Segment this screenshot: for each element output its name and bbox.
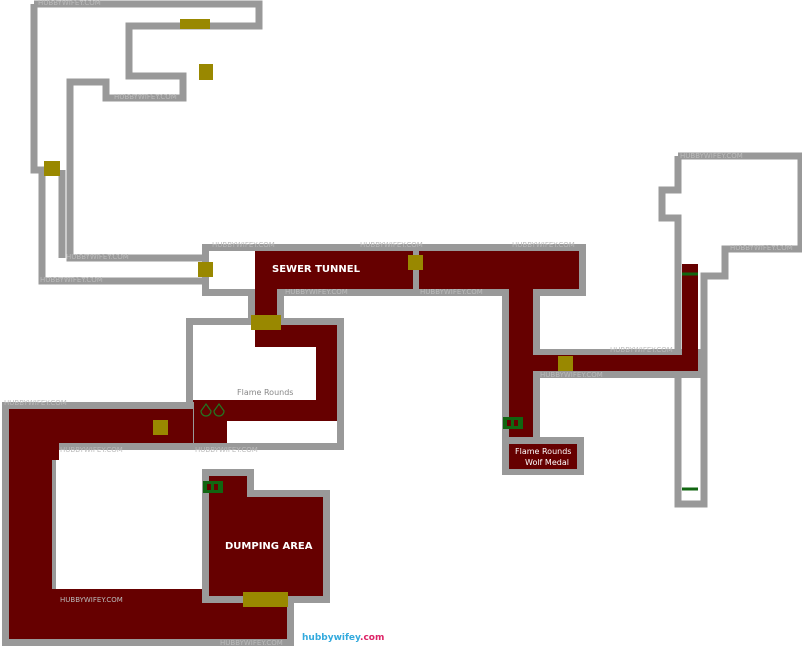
svg-text:HUBBYWIFEY.COM: HUBBYWIFEY.COM [512, 241, 575, 249]
ladder-icon[interactable] [203, 481, 223, 493]
area-label-dumping-area: DUMPING AREA [225, 541, 313, 552]
ladder-icon[interactable] [503, 417, 523, 429]
door-sewer-west[interactable] [198, 262, 213, 277]
svg-text:HUBBYWIFEY.COM: HUBBYWIFEY.COM [360, 241, 423, 249]
svg-text:HUBBYWIFEY.COM: HUBBYWIFEY.COM [4, 399, 67, 407]
item-label-flame-rounds-junction: Flame Rounds [237, 388, 294, 397]
door-dumping-area[interactable] [243, 592, 288, 607]
svg-text:HUBBYWIFEY.COM: HUBBYWIFEY.COM [66, 253, 129, 261]
item-label-wolf-medal: Wolf Medal [525, 458, 569, 467]
door-sewer-shaft[interactable] [251, 315, 281, 330]
area-label-sewer-tunnel: SEWER TUNNEL [272, 264, 360, 275]
item-drop-icon[interactable] [200, 402, 212, 417]
svg-text:HUBBYWIFEY.COM: HUBBYWIFEY.COM [420, 288, 483, 296]
watermark-suffix: .com [360, 633, 385, 643]
door-sewer-mid[interactable] [408, 255, 423, 270]
svg-text:HUBBYWIFEY.COM: HUBBYWIFEY.COM [680, 152, 743, 160]
svg-text:HUBBYWIFEY.COM: HUBBYWIFEY.COM [114, 93, 177, 101]
svg-text:HUBBYWIFEY.COM: HUBBYWIFEY.COM [38, 0, 101, 7]
junction-room [186, 318, 344, 450]
doors [44, 19, 573, 607]
door-north-mid[interactable] [199, 64, 213, 80]
north-corridor-complex [30, 0, 263, 285]
item-label-flame-rounds-east: Flame Rounds [515, 447, 572, 456]
west-loop-corridor [2, 402, 294, 646]
site-watermark: hubbywifey.com [302, 633, 384, 643]
svg-text:HUBBYWIFEY.COM: HUBBYWIFEY.COM [610, 346, 673, 354]
svg-text:HUBBYWIFEY.COM: HUBBYWIFEY.COM [220, 639, 283, 647]
ladders [203, 272, 698, 493]
wall-watermarks: HUBBYWIFEY.COM HUBBYWIFEY.COM HUBBYWIFEY… [4, 0, 793, 647]
east-room-complex [658, 152, 802, 508]
sewer-tunnel-room [202, 244, 586, 296]
door-east-connector[interactable] [558, 356, 573, 371]
svg-text:HUBBYWIFEY.COM: HUBBYWIFEY.COM [40, 276, 103, 284]
svg-text:HUBBYWIFEY.COM: HUBBYWIFEY.COM [195, 446, 258, 454]
svg-text:HUBBYWIFEY.COM: HUBBYWIFEY.COM [540, 371, 603, 379]
watermark-brand: hubbywifey [302, 633, 361, 643]
svg-text:HUBBYWIFEY.COM: HUBBYWIFEY.COM [60, 446, 123, 454]
svg-text:HUBBYWIFEY.COM: HUBBYWIFEY.COM [730, 244, 793, 252]
east-sewer-corridor [502, 289, 584, 475]
east-connector [533, 349, 704, 378]
item-drop-icon[interactable] [213, 402, 225, 417]
item-markers [200, 402, 225, 417]
door-north-top[interactable] [180, 19, 210, 29]
svg-text:HUBBYWIFEY.COM: HUBBYWIFEY.COM [285, 288, 348, 296]
svg-text:HUBBYWIFEY.COM: HUBBYWIFEY.COM [60, 596, 123, 604]
door-north-west[interactable] [44, 161, 60, 176]
dumping-area-room [202, 469, 330, 603]
door-junction-west[interactable] [153, 420, 168, 435]
svg-text:HUBBYWIFEY.COM: HUBBYWIFEY.COM [212, 241, 275, 249]
